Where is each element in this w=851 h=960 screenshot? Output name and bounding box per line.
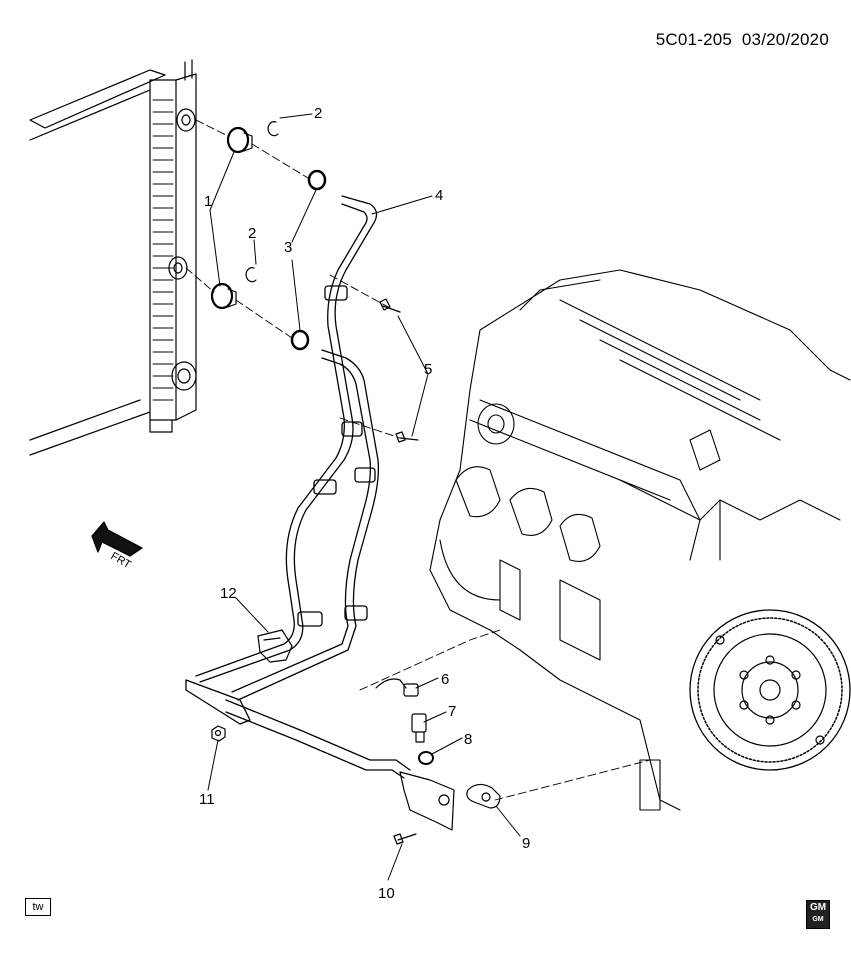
bolt <box>379 298 419 443</box>
callout-label: 9 <box>522 835 530 852</box>
corner-code-badge: tw <box>25 898 51 916</box>
gasket-flange <box>466 783 501 809</box>
seal-ring <box>290 169 327 351</box>
line-clip <box>257 629 293 663</box>
cooler-line-fitting <box>210 126 253 310</box>
callout-label: 2 <box>248 225 256 242</box>
gm-logo-top: GM <box>809 902 827 913</box>
callout-label: 12 <box>220 585 237 602</box>
diagram-header: 5C01-205 03/20/2020 <box>656 30 829 50</box>
gm-logo: GM GM <box>806 900 830 929</box>
callout-label: 5 <box>424 361 432 378</box>
leader-lines <box>207 113 521 881</box>
alignment-lines <box>185 119 651 801</box>
callout-label: 11 <box>199 791 215 808</box>
cooler-block <box>399 771 455 831</box>
callout-labels: 1 2 2 3 4 5 6 7 8 9 10 11 12 FRT <box>109 105 531 902</box>
flywheel <box>689 609 851 771</box>
callout-label: 1 <box>204 193 212 210</box>
callout-label: 2 <box>314 105 322 122</box>
diagram-date: 03/20/2020 <box>741 30 829 49</box>
callout-label: 4 <box>435 187 443 204</box>
retainer-clip <box>245 121 279 283</box>
radiator <box>29 59 197 456</box>
transmission-cooler-lines <box>185 195 411 779</box>
callout-label: 3 <box>284 239 292 256</box>
seal-o-ring <box>418 751 434 765</box>
sensor-harness <box>375 678 427 743</box>
callout-label: 7 <box>448 703 456 720</box>
diagram-code: 5C01-205 <box>655 30 733 49</box>
callout-label: 8 <box>464 731 472 748</box>
callout-label: 10 <box>378 885 395 902</box>
engine-assembly <box>429 269 851 811</box>
gm-logo-bottom: GM <box>812 916 824 923</box>
front-arrow-icon <box>91 521 143 557</box>
nut <box>211 725 226 742</box>
callout-label: 6 <box>441 671 449 688</box>
bolt <box>393 833 417 845</box>
